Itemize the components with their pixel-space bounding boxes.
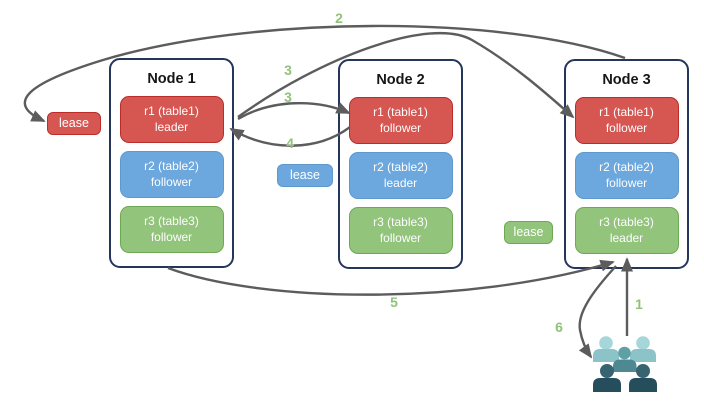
node-2-title: Node 2 bbox=[376, 72, 425, 88]
replica-role: follower bbox=[150, 174, 193, 189]
lease-badge-blue: lease bbox=[277, 164, 333, 187]
node-1-replica-r1: r1 (table1) leader bbox=[119, 96, 224, 143]
person-icon bbox=[593, 336, 619, 362]
node-1-replica-r2: r2 (table2) follower bbox=[119, 151, 224, 198]
node-3: Node 3 r1 (table1) follower r2 (table2) … bbox=[564, 59, 689, 269]
node-2-replicas: r1 (table1) follower r2 (table2) leader … bbox=[348, 97, 453, 254]
arrow-label-2: 2 bbox=[335, 10, 343, 26]
replica-role: leader bbox=[154, 119, 189, 134]
node-2-replica-r2: r2 (table2) leader bbox=[348, 152, 453, 199]
person-icon bbox=[629, 364, 657, 392]
node-1-title: Node 1 bbox=[147, 71, 196, 87]
replica-role: leader bbox=[383, 175, 418, 190]
arrow-label-1: 1 bbox=[635, 296, 643, 312]
node-2: Node 2 r1 (table1) follower r2 (table2) … bbox=[338, 59, 463, 269]
arrow-label-3a: 3 bbox=[284, 62, 292, 78]
node-1-replicas: r1 (table1) leader r2 (table2) follower … bbox=[119, 96, 224, 253]
replica-role: leader bbox=[609, 230, 644, 245]
person-icon bbox=[593, 364, 621, 392]
node-1: Node 1 r1 (table1) leader r2 (table2) fo… bbox=[109, 58, 234, 268]
replica-name: r2 (table2) bbox=[599, 159, 654, 174]
users-group-icon bbox=[593, 336, 657, 392]
person-icon bbox=[630, 336, 656, 362]
replica-name: r1 (table1) bbox=[373, 104, 428, 119]
replica-name: r3 (table3) bbox=[373, 214, 428, 229]
replica-role: follower bbox=[379, 230, 422, 245]
arrow-label-6: 6 bbox=[555, 319, 563, 335]
node-2-replica-r1: r1 (table1) follower bbox=[348, 97, 453, 144]
lease-badge-red: lease bbox=[47, 112, 101, 135]
arrow-label-5: 5 bbox=[390, 294, 398, 310]
node-1-replica-r3: r3 (table3) follower bbox=[119, 206, 224, 253]
replica-name: r2 (table2) bbox=[373, 159, 428, 174]
arrow-label-3b: 3 bbox=[284, 89, 292, 105]
node-3-replica-r3: r3 (table3) leader bbox=[574, 207, 679, 254]
replica-name: r2 (table2) bbox=[144, 158, 199, 173]
replica-name: r3 (table3) bbox=[144, 213, 199, 228]
node-3-replica-r1: r1 (table1) follower bbox=[574, 97, 679, 144]
node-3-replicas: r1 (table1) follower r2 (table2) followe… bbox=[574, 97, 679, 254]
replica-name: r1 (table1) bbox=[599, 104, 654, 119]
lease-badge-green: lease bbox=[504, 221, 553, 244]
node-3-replica-r2: r2 (table2) follower bbox=[574, 152, 679, 199]
arrow-3-node1-to-node2 bbox=[237, 101, 351, 121]
person-icon bbox=[613, 346, 637, 372]
replica-role: follower bbox=[605, 120, 648, 135]
replica-name: r1 (table1) bbox=[144, 103, 199, 118]
replica-role: follower bbox=[150, 229, 193, 244]
node-3-title: Node 3 bbox=[602, 72, 651, 88]
replica-role: follower bbox=[379, 120, 422, 135]
node-2-replica-r3: r3 (table3) follower bbox=[348, 207, 453, 254]
replica-name: r3 (table3) bbox=[599, 214, 654, 229]
arrow-label-4: 4 bbox=[286, 135, 294, 151]
replica-role: follower bbox=[605, 175, 648, 190]
